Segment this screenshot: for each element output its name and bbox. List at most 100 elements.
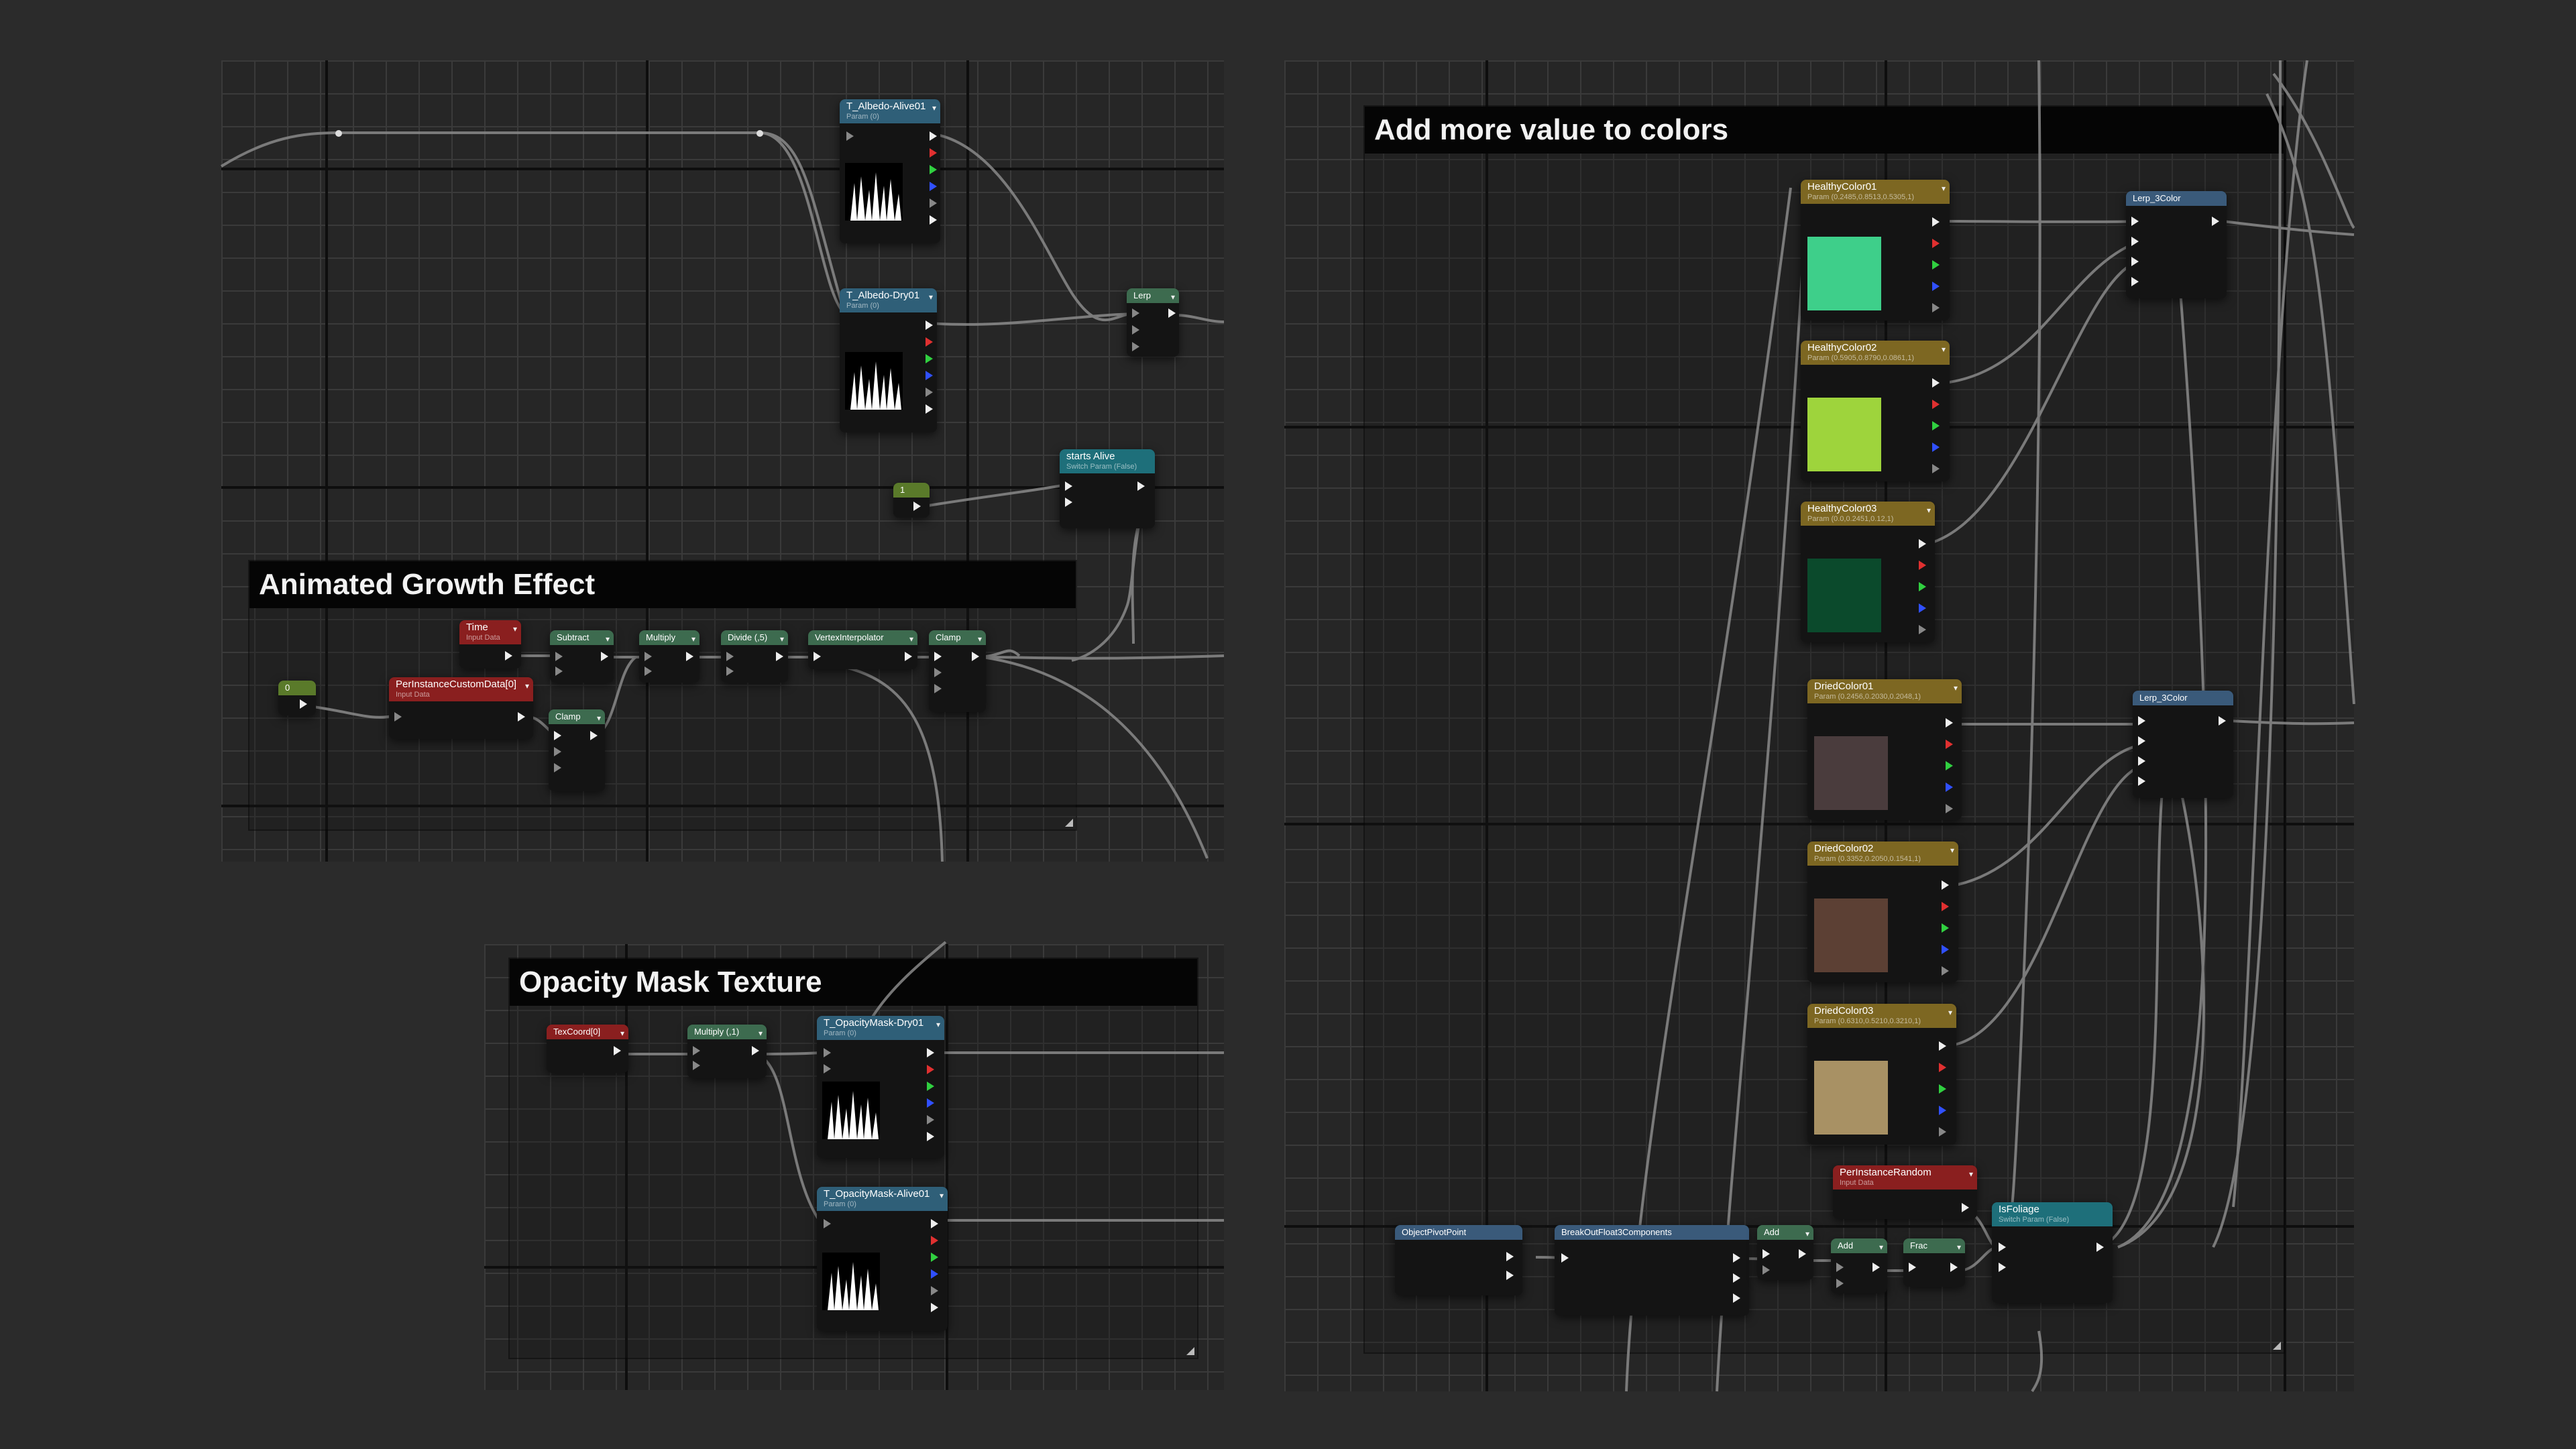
output-pin-icon[interactable] [930, 148, 937, 158]
input-pin-icon[interactable] [1762, 1265, 1770, 1275]
input-pin-icon[interactable] [934, 684, 942, 693]
input-pin-icon[interactable] [554, 763, 561, 772]
output-pin-icon[interactable] [931, 1286, 938, 1295]
output-pin-icon[interactable] [590, 731, 598, 740]
output-pin-icon[interactable] [927, 1098, 934, 1108]
collapse-chevron-icon[interactable]: ▾ [909, 634, 913, 644]
node-header[interactable]: T_OpacityMask-Alive01 Param (0) ▾ [817, 1187, 948, 1211]
output-pin-icon[interactable] [930, 131, 937, 141]
node-header[interactable]: Lerp ▾ [1127, 288, 1179, 303]
collapse-chevron-icon[interactable]: ▾ [512, 624, 517, 634]
output-pin-icon[interactable] [926, 388, 933, 397]
output-pin-icon[interactable] [905, 652, 912, 661]
output-pin-icon[interactable] [1950, 1263, 1958, 1272]
node-header[interactable]: DriedColor02 Param (0.3352,0.2050,0.1541… [1807, 842, 1958, 866]
node-lerp-3color-bottom[interactable]: Lerp_3Color [2133, 691, 2233, 798]
input-pin-icon[interactable] [1999, 1263, 2006, 1272]
node-header[interactable]: Divide (,5) ▾ [721, 630, 788, 645]
node-header[interactable]: Clamp ▾ [929, 630, 986, 645]
node-header[interactable]: DriedColor03 Param (0.6310,0.5210,0.3210… [1807, 1004, 1956, 1028]
node-breakout-float3[interactable]: BreakOutFloat3Components [1555, 1225, 1749, 1316]
node-dried-color-01[interactable]: DriedColor01 Param (0.2456,0.2030,0.2048… [1807, 679, 1962, 820]
node-clamp-left[interactable]: Clamp ▾ [549, 709, 605, 791]
output-pin-icon[interactable] [926, 354, 933, 363]
output-pin-icon[interactable] [927, 1115, 934, 1124]
output-pin-icon[interactable] [926, 321, 933, 330]
output-pin-icon[interactable] [1733, 1293, 1740, 1303]
node-header[interactable]: ObjectPivotPoint [1395, 1225, 1522, 1240]
reroute-node[interactable] [335, 130, 342, 137]
output-pin-icon[interactable] [931, 1253, 938, 1262]
output-pin-icon[interactable] [927, 1132, 934, 1141]
input-pin-icon[interactable] [1132, 325, 1139, 335]
input-pin-icon[interactable] [2138, 756, 2145, 766]
node-header[interactable]: BreakOutFloat3Components [1555, 1225, 1749, 1240]
input-pin-icon[interactable] [693, 1061, 700, 1070]
node-add-big[interactable]: Add ▾ [1757, 1225, 1813, 1280]
input-pin-icon[interactable] [1065, 481, 1072, 491]
output-pin-icon[interactable] [1932, 217, 1940, 227]
output-pin-icon[interactable] [931, 1269, 938, 1279]
node-header[interactable]: T_Albedo-Dry01 Param (0) ▾ [840, 288, 937, 312]
node-header[interactable]: T_OpacityMask-Dry01 Param (0) ▾ [817, 1016, 944, 1040]
output-pin-icon[interactable] [926, 371, 933, 380]
resize-corner-icon[interactable] [1186, 1347, 1194, 1355]
input-pin-icon[interactable] [1909, 1263, 1916, 1272]
collapse-chevron-icon[interactable]: ▾ [939, 1191, 944, 1200]
node-header[interactable]: DriedColor01 Param (0.2456,0.2030,0.2048… [1807, 679, 1962, 703]
node-header[interactable]: Time Input Data ▾ [459, 620, 521, 644]
collapse-chevron-icon[interactable]: ▾ [1941, 184, 1946, 193]
output-pin-icon[interactable] [1962, 1203, 1969, 1212]
node-time[interactable]: Time Input Data ▾ [459, 620, 521, 669]
node-header[interactable]: Add ▾ [1757, 1225, 1813, 1240]
collapse-chevron-icon[interactable]: ▾ [605, 634, 610, 644]
node-header[interactable]: 1 [893, 483, 930, 498]
node-header[interactable]: Add ▾ [1831, 1238, 1887, 1253]
output-pin-icon[interactable] [930, 182, 937, 191]
node-header[interactable]: Lerp_3Color [2133, 691, 2233, 705]
node-lerp[interactable]: Lerp ▾ [1127, 288, 1179, 357]
output-pin-icon[interactable] [1872, 1263, 1880, 1272]
input-pin-icon[interactable] [1132, 342, 1139, 351]
node-constant-one[interactable]: 1 [893, 483, 930, 518]
node-is-foliage-switch[interactable]: IsFoliage Switch Param (False) [1992, 1202, 2113, 1303]
output-pin-icon[interactable] [1137, 481, 1145, 491]
collapse-chevron-icon[interactable]: ▾ [1953, 683, 1958, 693]
output-pin-icon[interactable] [1799, 1249, 1806, 1259]
node-constant-zero[interactable]: 0 [278, 681, 316, 715]
output-pin-icon[interactable] [505, 651, 512, 660]
input-pin-icon[interactable] [726, 652, 734, 661]
input-pin-icon[interactable] [554, 731, 561, 740]
node-header[interactable]: PerInstanceCustomData[0] Input Data ▾ [389, 677, 533, 701]
node-object-pivot-point[interactable]: ObjectPivotPoint [1395, 1225, 1522, 1295]
output-pin-icon[interactable] [1919, 625, 1926, 634]
output-pin-icon[interactable] [1506, 1252, 1514, 1261]
input-pin-icon[interactable] [693, 1046, 700, 1055]
node-header[interactable]: VertexInterpolator ▾ [808, 630, 917, 645]
collapse-chevron-icon[interactable]: ▾ [779, 634, 784, 644]
collapse-chevron-icon[interactable]: ▾ [1170, 292, 1175, 302]
output-pin-icon[interactable] [1932, 260, 1940, 270]
input-pin-icon[interactable] [2131, 277, 2139, 286]
collapse-chevron-icon[interactable]: ▾ [691, 634, 695, 644]
output-pin-icon[interactable] [1932, 464, 1940, 473]
output-pin-icon[interactable] [752, 1046, 759, 1055]
output-pin-icon[interactable] [1939, 1041, 1946, 1051]
input-pin-icon[interactable] [645, 666, 652, 676]
input-pin-icon[interactable] [1132, 308, 1139, 318]
input-pin-icon[interactable] [1561, 1253, 1569, 1263]
output-pin-icon[interactable] [776, 652, 783, 661]
node-dried-color-02[interactable]: DriedColor02 Param (0.3352,0.2050,0.1541… [1807, 842, 1958, 982]
output-pin-icon[interactable] [931, 1219, 938, 1228]
collapse-chevron-icon[interactable]: ▾ [977, 634, 982, 644]
node-healthy-color-01[interactable]: HealthyColor01 Param (0.2485,0.8513,0.53… [1801, 180, 1950, 321]
node-header[interactable]: HealthyColor02 Param (0.5905,0.8790,0.08… [1801, 341, 1950, 365]
node-header[interactable]: Multiply ▾ [639, 630, 699, 645]
collapse-chevron-icon[interactable]: ▾ [1948, 1008, 1952, 1017]
node-header[interactable]: 0 [278, 681, 316, 695]
node-clamp-right[interactable]: Clamp ▾ [929, 630, 986, 712]
output-pin-icon[interactable] [931, 1236, 938, 1245]
output-pin-icon[interactable] [1919, 603, 1926, 613]
input-pin-icon[interactable] [814, 652, 821, 661]
input-pin-icon[interactable] [1762, 1249, 1770, 1259]
